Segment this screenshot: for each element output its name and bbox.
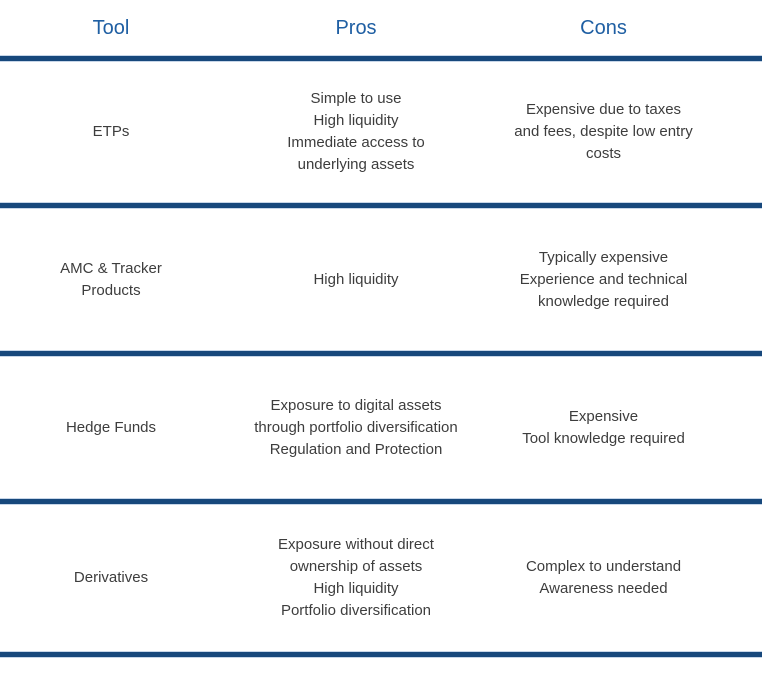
pros-cell: Exposure without direct ownership of ass… — [222, 504, 490, 652]
tool-label: AMC & Tracker Products — [60, 259, 162, 299]
pros-cell: Exposure to digital assets through portf… — [222, 356, 490, 499]
header-tool-label: Tool — [92, 17, 130, 39]
table-row: Hedge Funds Exposure to digital assets t… — [0, 356, 762, 499]
cons-cell: Typically expensive Experience and techn… — [490, 208, 762, 351]
cons-text: Expensive Tool knowledge required — [522, 407, 685, 447]
cons-text: Typically expensive Experience and techn… — [519, 248, 688, 310]
pros-text: Exposure to digital assets through portf… — [254, 396, 458, 458]
cons-cell: Complex to understand Awareness needed — [490, 504, 762, 652]
tool-cell: Hedge Funds — [0, 356, 222, 499]
divider — [0, 499, 762, 504]
cons-text: Complex to understand Awareness needed — [525, 558, 682, 597]
divider — [0, 203, 762, 208]
pros-text: High liquidity — [313, 270, 399, 288]
divider — [0, 56, 762, 61]
divider — [0, 351, 762, 356]
header-tool: Tool — [0, 0, 222, 56]
pros-cell: High liquidity — [222, 208, 490, 351]
table-row: Derivatives Exposure without direct owne… — [0, 504, 762, 652]
cons-cell: Expensive due to taxes and fees, despite… — [490, 61, 762, 203]
header-cons-label: Cons — [580, 17, 627, 39]
table-row: ETPs Simple to use High liquidity Immedi… — [0, 61, 762, 203]
divider — [0, 652, 762, 657]
cons-text: Expensive due to taxes and fees, despite… — [514, 101, 693, 162]
tool-label: ETPs — [92, 123, 130, 140]
tool-cell: AMC & Tracker Products — [0, 208, 222, 351]
tool-cell: ETPs — [0, 61, 222, 203]
header-pros-label: Pros — [335, 17, 377, 39]
header-cons: Cons — [490, 0, 762, 56]
pros-text: Simple to use High liquidity Immediate a… — [287, 90, 425, 173]
table-row: AMC & Tracker Products High liquidity Ty… — [0, 208, 762, 351]
pros-text: Exposure without direct ownership of ass… — [278, 536, 434, 619]
tool-cell: Derivatives — [0, 504, 222, 652]
pros-cell: Simple to use High liquidity Immediate a… — [222, 61, 490, 203]
tool-label: Derivatives — [73, 569, 149, 586]
cons-cell: Expensive Tool knowledge required — [490, 356, 762, 499]
header-pros: Pros — [222, 0, 490, 56]
table-header-row: Tool Pros Cons — [0, 0, 762, 56]
tool-label: Hedge Funds — [65, 418, 157, 436]
